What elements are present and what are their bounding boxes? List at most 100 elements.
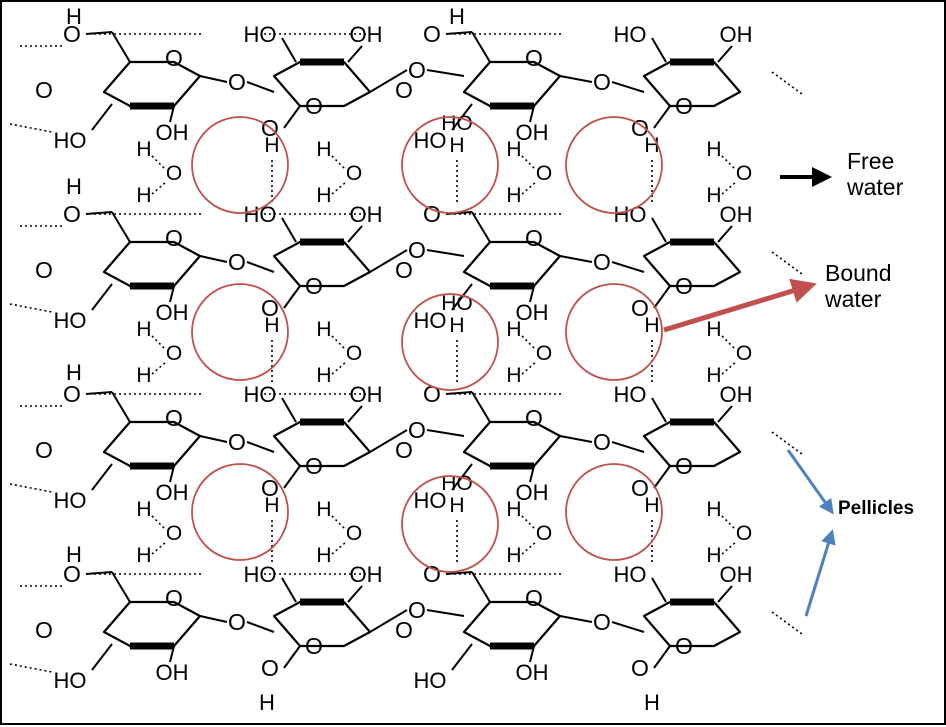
water-o-r1-c2: O	[536, 342, 552, 365]
c5-bond-r1-c0	[111, 211, 131, 243]
ring-oxygen-r0-c2: O	[525, 45, 543, 71]
c4-oxygen-r1-c0: O	[35, 257, 53, 283]
hydroxyl-right-r3-c0: OH	[156, 660, 189, 685]
water-h1-r1-c2: H	[506, 318, 521, 341]
c5-bond-r1-c2	[471, 211, 491, 243]
c6b-oxygen-r3-c3: O	[631, 655, 649, 681]
bound-water-circle-2	[401, 116, 499, 214]
water-hb1-r1-c1	[331, 335, 347, 351]
hydroxyl-top-r3-c3: HO	[614, 562, 647, 587]
c6-oxygen-r1-c0: O	[63, 201, 81, 227]
water-o-r1-c0: O	[166, 342, 182, 365]
glyco-bond-b-r0-c2	[611, 81, 645, 93]
water-h1-r0-c2: H	[506, 138, 521, 161]
hydroxyl-right-r2-c0: OH	[156, 480, 189, 505]
c4-oxygen-r3-c0: O	[35, 617, 53, 643]
water-hb2-r0-c2	[521, 181, 537, 195]
hydroxyl-top-right-r3-c1: OH	[350, 562, 383, 587]
hydroxyl-right-r0-c0: OH	[156, 120, 189, 145]
glycosidic-oxygen-r1-c1: O	[408, 237, 426, 263]
oh-top-bond-r0-c3	[651, 37, 667, 63]
bound-water-circle-7	[191, 463, 289, 561]
c6-bond-r2-c0	[85, 391, 113, 395]
water-h2-r1-c1: H	[316, 364, 331, 387]
c6-bond-r0-c0	[85, 31, 113, 35]
c6b-oxygen-r1-c1: O	[261, 295, 279, 321]
c5-bond-r2-c0	[111, 391, 131, 423]
hydroxyl-top-r2-c1: HO	[244, 382, 277, 407]
c6-bond-r0-c2	[445, 31, 473, 35]
c6-oxygen-r0-c0: O	[63, 21, 81, 47]
hydroxyl-top-r1-c1: HO	[244, 202, 277, 227]
hydrogen-bottom-0: H	[259, 690, 275, 715]
water-hb1-r1-c3	[721, 335, 737, 351]
glucose-ring-r0-c0	[102, 60, 202, 108]
oh-top2-bond-r1-c3	[717, 225, 733, 243]
hbond-left-bottom-0	[9, 123, 53, 133]
c6b-bond-r2-c1	[283, 465, 301, 489]
bound-water-line2: water	[825, 286, 882, 313]
c6b-bond-r1-c1	[283, 285, 301, 309]
glycosidic-oxygen-r3-c2: O	[593, 609, 611, 635]
c6-bond-r1-c0	[85, 211, 113, 215]
ring-oxygen-r3-c3: O	[675, 633, 693, 659]
hbond-left-bottom-3	[9, 663, 53, 673]
glyco-bond-a-r0-c0	[199, 75, 228, 83]
glyco-bond-b-r3-c2	[611, 621, 645, 633]
hydroxyl-bottom-r0-c2: HO	[414, 128, 447, 153]
bound-water-circle-1	[191, 116, 289, 214]
hbond-left-bottom-1	[9, 303, 53, 313]
glycosidic-oxygen-r3-c1: O	[408, 597, 426, 623]
glyco-bond-a-r0-c1	[369, 69, 408, 93]
hydroxyl-bottom-r3-c0: HO	[54, 668, 87, 693]
bound-water-circle-6	[565, 283, 663, 381]
oh-top2-bond-r1-c1	[347, 225, 363, 243]
oh-top-bond-r1-c3	[651, 217, 667, 243]
ring-oxygen-r2-c2: O	[525, 405, 543, 431]
c6-oxygen-r3-c2: O	[423, 561, 441, 587]
bound-water-circle-8	[401, 475, 499, 573]
water-h1-r2-c0: H	[136, 498, 151, 521]
water-h1-r0-c0: H	[136, 138, 151, 161]
hydroxyl-right-r0-c2: OH	[516, 120, 549, 145]
glucose-ring-r3-c2	[462, 600, 562, 648]
glyco-bond-a-r0-c2	[559, 75, 593, 83]
c6-bond-r3-c2	[445, 571, 473, 575]
glucose-ring-r1-c2	[462, 240, 562, 288]
hydroxyl-top-right-r0-c1: OH	[350, 22, 383, 47]
hydroxyl-top-r3-c1: HO	[244, 562, 277, 587]
c6b-oxygen-r2-c1: O	[261, 475, 279, 501]
pellicle-arrow-upper	[786, 449, 834, 515]
water-h2-r2-c2: H	[506, 544, 521, 567]
c5-bond-r3-c0	[111, 571, 131, 603]
water-hb2-r2-c1	[331, 541, 347, 555]
ring-oxygen-r1-c0: O	[165, 225, 183, 251]
hydroxyl-right-r2-c2: OH	[516, 480, 549, 505]
glyco-bond-a-r3-c2	[559, 615, 593, 623]
water-o-r2-c0: O	[166, 522, 182, 545]
oh-top-bond-r3-c3	[651, 577, 667, 603]
oh-bond-r1-c2	[451, 283, 473, 311]
glyco-bond-b-r2-c1	[426, 429, 465, 437]
water-h1-r0-c3: H	[706, 138, 721, 161]
water-h1-r1-c1: H	[316, 318, 331, 341]
bound-water-circle-9	[565, 463, 663, 561]
glycosidic-oxygen-r0-c0: O	[228, 69, 246, 95]
hydroxyl-top-right-r0-c3: OH	[720, 22, 753, 47]
ring-oxygen-r3-c2: O	[525, 585, 543, 611]
bridge-ho-r1: HO	[441, 292, 473, 315]
c6-oxygen-r2-c2: O	[423, 381, 441, 407]
c6-oxygen-r2-c0: O	[63, 381, 81, 407]
oh-top2-bond-r2-c1	[347, 405, 363, 423]
water-o-r1-c1: O	[346, 342, 362, 365]
ring-oxygen-r1-c2: O	[525, 225, 543, 251]
glyco-bond-b-r2-c0	[246, 441, 275, 453]
hbond-left-bottom-2	[9, 483, 53, 493]
water-o-r2-c1: O	[346, 522, 362, 545]
water-h1-r1-c0: H	[136, 318, 151, 341]
glyco-bond-a-r2-c2	[559, 435, 593, 443]
water-h2-r0-c0: H	[136, 184, 151, 207]
glyco-bond-a-r1-c1	[369, 249, 408, 273]
water-h2-r0-c1: H	[316, 184, 331, 207]
water-h2-r2-c0: H	[136, 544, 151, 567]
